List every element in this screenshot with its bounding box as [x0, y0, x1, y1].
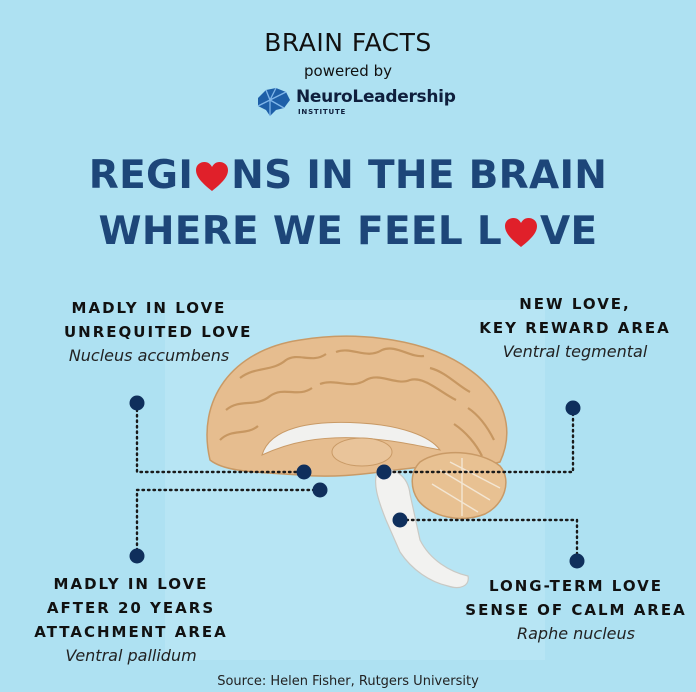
powered-by-text: powered by: [304, 62, 392, 80]
label-line: NEW LOVE,: [519, 295, 631, 313]
headline-text: NS IN THE BRAIN: [231, 153, 608, 198]
marker-nucleus-accumbens: [296, 464, 312, 480]
label-top-right: NEW LOVE, KEY REWARD AREA Ventral tegmen…: [470, 292, 680, 364]
marker-top-right: [565, 400, 581, 416]
label-line: MADLY IN LOVE: [53, 575, 209, 593]
label-line: AFTER 20 YEARS: [46, 599, 216, 617]
headline-line-1: REGI NS IN THE BRAIN: [0, 153, 696, 198]
label-line: KEY REWARD AREA: [479, 319, 671, 337]
label-latin: Ventral pallidum: [65, 646, 197, 665]
marker-ventral-tegmental: [376, 464, 392, 480]
marker-bottom-right: [569, 553, 585, 569]
label-bottom-left: MADLY IN LOVE AFTER 20 YEARS ATTACHMENT …: [28, 572, 234, 668]
headline-text: WHERE WE FEEL L: [98, 209, 503, 254]
label-line: UNREQUITED LOVE: [64, 323, 253, 341]
headline-line-2: WHERE WE FEEL L VE: [0, 209, 696, 254]
neuroleadership-logo[interactable]: NeuroLeadership INSTITUTE: [254, 84, 456, 120]
label-latin: Ventral tegmental: [502, 342, 648, 361]
marker-top-left: [129, 395, 145, 411]
header-title: BRAIN FACTS: [264, 28, 432, 57]
label-line: LONG-TERM LOVE: [488, 577, 664, 595]
heart-icon: [194, 158, 230, 203]
marker-bottom-left: [129, 548, 145, 564]
marker-ventral-pallidum: [312, 482, 328, 498]
label-line: SENSE OF CALM AREA: [465, 601, 687, 619]
label-latin: Raphe nucleus: [517, 624, 635, 643]
logo-name: NeuroLeadership: [296, 87, 456, 107]
logo-subtitle: INSTITUTE: [298, 108, 347, 116]
heart-icon: [503, 214, 539, 259]
headline-text: REGI: [88, 153, 194, 198]
label-top-left: MADLY IN LOVE UNREQUITED LOVE Nucleus ac…: [64, 296, 253, 368]
label-line: ATTACHMENT AREA: [34, 623, 228, 641]
label-bottom-right: LONG-TERM LOVE SENSE OF CALM AREA Raphe …: [462, 574, 690, 646]
label-latin: Nucleus accumbens: [68, 346, 230, 365]
source-citation: Source: Helen Fisher, Rutgers University: [217, 674, 479, 689]
headline-text: VE: [540, 209, 598, 254]
marker-raphe-nucleus: [392, 512, 408, 528]
label-line: MADLY IN LOVE: [71, 299, 227, 317]
brain-logo-icon: [257, 87, 290, 116]
